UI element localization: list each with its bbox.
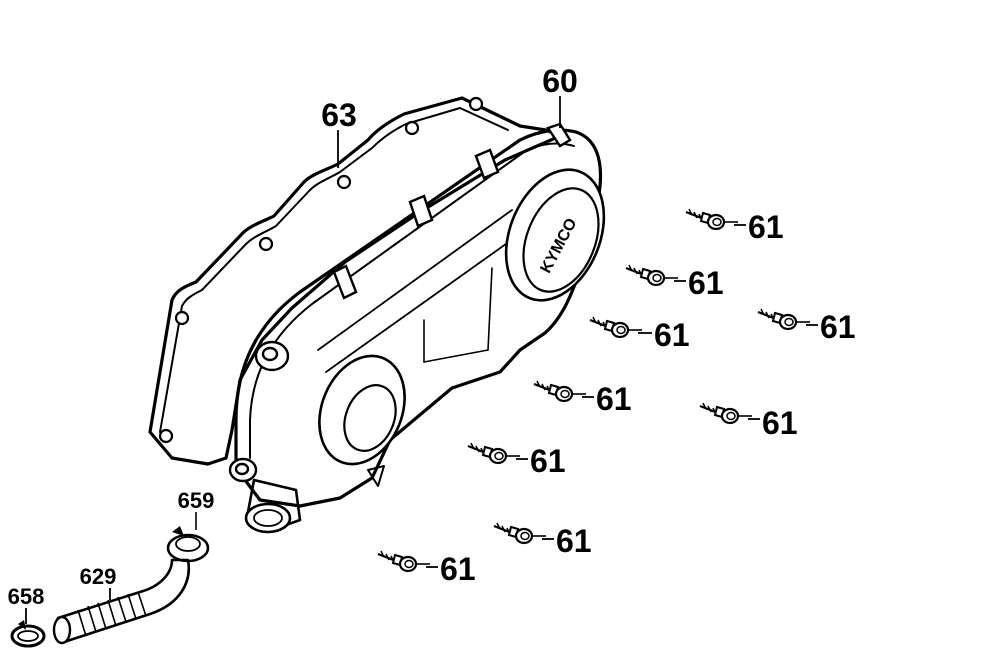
ring-clamp-icon [10,620,46,648]
leader-lines [25,96,818,624]
hose-clamp-icon [166,512,210,563]
bolt-icon-1 [684,207,740,231]
bolt-icon-5 [532,379,588,403]
callout-61-f: 61 [762,405,798,441]
bolt-icon-2 [624,263,680,287]
intake-hose-icon [52,558,191,645]
callout-61-g: 61 [530,443,566,479]
callout-61-h: 61 [556,523,592,559]
callout-labels: 60 63 61 61 61 61 61 61 61 61 61 659 629… [8,63,856,609]
callout-658: 658 [8,584,45,609]
callout-659: 659 [178,488,215,513]
callout-60: 60 [542,63,578,99]
callout-61-b: 61 [688,265,724,301]
bolt-icon-6 [698,401,754,425]
callout-63: 63 [321,97,357,133]
callout-61-i: 61 [440,551,476,587]
callout-61-c: 61 [654,317,690,353]
crankcase-cover: KYMCO [228,122,606,534]
bolt-icon-4 [756,307,812,331]
callout-61-e: 61 [596,381,632,417]
bolt-icon-8 [492,521,548,545]
bolt-icon-7 [466,441,522,465]
callout-61-a: 61 [748,209,784,245]
bolt-icon-3 [588,315,644,339]
callout-61-d: 61 [820,309,856,345]
bolt-icon-9 [376,549,432,573]
callout-629: 629 [80,564,117,589]
